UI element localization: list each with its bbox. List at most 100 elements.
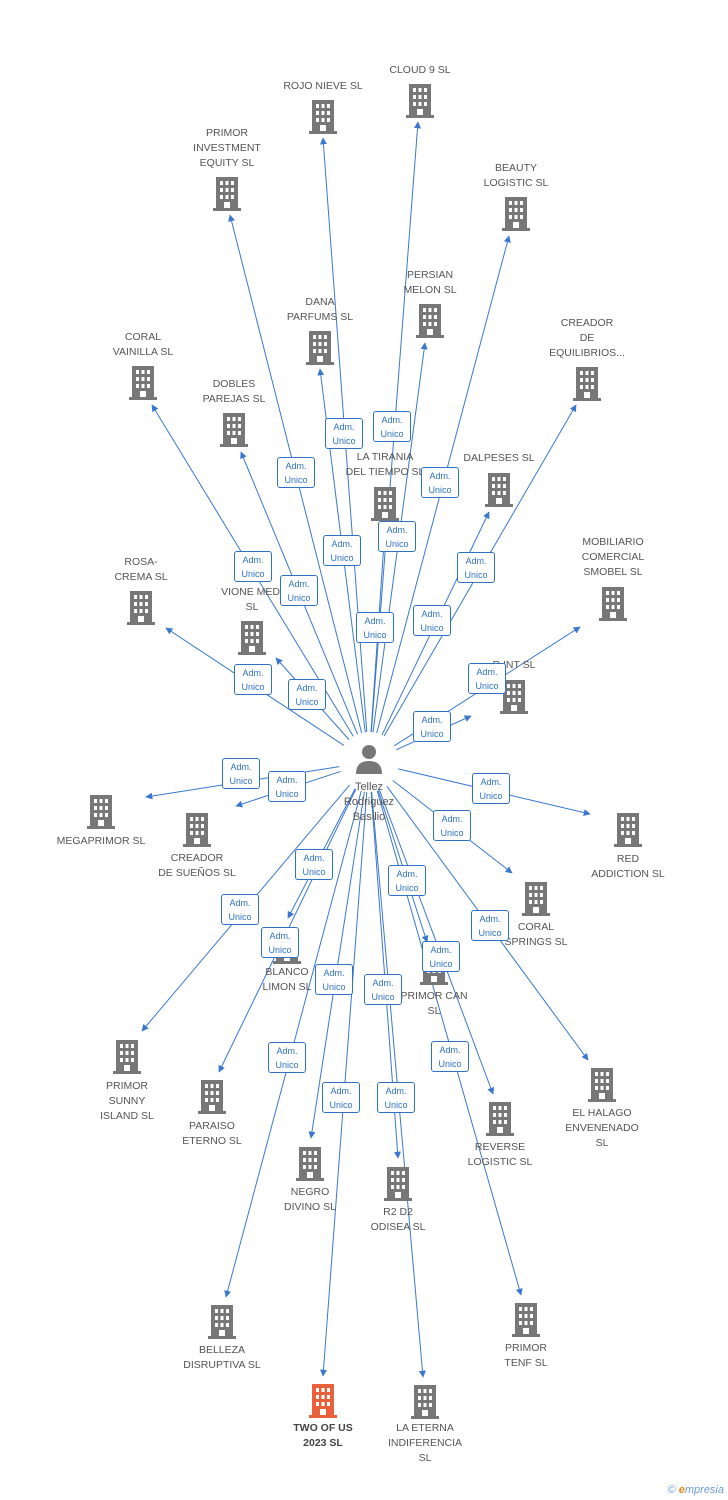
relation-badge-creador-suenos[interactable]: Adm.Unico: [268, 771, 306, 802]
company-label-dana-parfums[interactable]: DANA PARFUMS SL: [286, 296, 354, 323]
company-label-rojo-nieve[interactable]: ROJO NIEVE SL: [283, 80, 363, 92]
relation-badge-el-halago[interactable]: Adm.Unico: [471, 910, 509, 941]
relation-badge-blanco-limon[interactable]: Adm.Unico: [295, 849, 333, 880]
relation-badge-primor-tenf[interactable]: Adm.Unico: [431, 1041, 469, 1072]
relation-badge-creador-equilibrios[interactable]: Adm.Unico: [457, 552, 495, 583]
relation-badge-line2: Unico: [363, 630, 387, 640]
company-label-reverse-logistic[interactable]: REVERSE LOGISTIC SL: [467, 1141, 533, 1168]
relation-badge-la-tirania[interactable]: Adm.Unico: [356, 612, 394, 643]
building-icon-cloud-9[interactable]: [406, 84, 434, 118]
company-label-paraiso-eterno[interactable]: PARAISO ETERNO SL: [182, 1120, 242, 1147]
building-icon-primor-sunny[interactable]: [113, 1040, 141, 1074]
company-label-el-halago[interactable]: EL HALAGO ENVENENADO SL: [565, 1107, 639, 1149]
relation-badge-two-of-us[interactable]: Adm.Unico: [322, 1082, 360, 1113]
company-label-dalpeses[interactable]: DALPESES SL: [463, 452, 535, 464]
company-label-primor-sunny[interactable]: PRIMOR SUNNY ISLAND SL: [100, 1080, 154, 1122]
person-node[interactable]: [356, 745, 382, 774]
brand-logo-rest[interactable]: mpresia: [684, 1484, 724, 1496]
building-icon-beauty-logistic[interactable]: [502, 197, 530, 231]
company-label-dobles-parejas[interactable]: DOBLES PAREJAS SL: [202, 378, 266, 405]
relation-badge-coral-springs[interactable]: Adm.Unico: [433, 810, 471, 841]
company-label-belleza-disruptiva[interactable]: BELLEZA DISRUPTIVA SL: [183, 1344, 261, 1371]
building-icon-coral-springs[interactable]: [522, 882, 550, 916]
company-label-creador-suenos[interactable]: CREADOR DE SUEÑOS SL: [158, 852, 236, 879]
relation-badge-r2d2-odisea[interactable]: Adm.Unico: [364, 974, 402, 1005]
building-icon-red-addiction[interactable]: [614, 813, 642, 847]
company-label-two-of-us[interactable]: TWO OF US 2023 SL: [293, 1422, 353, 1449]
relation-badge-dobles-parejas[interactable]: Adm.Unico: [280, 575, 318, 606]
building-icon-reverse-logistic[interactable]: [486, 1102, 514, 1136]
building-icon-belleza-disruptiva[interactable]: [208, 1305, 236, 1339]
person-name[interactable]: Tellez Rodriguez Basilio: [343, 781, 395, 823]
relation-badge-primor-investment[interactable]: Adm.Unico: [277, 457, 315, 488]
company-label-persian-melon[interactable]: PERSIAN MELON SL: [403, 269, 457, 296]
company-label-beauty-logistic[interactable]: BEAUTY LOGISTIC SL: [483, 162, 549, 189]
relation-badge-primor-sunny[interactable]: Adm.Unico: [221, 894, 259, 925]
building-icon-dana-parfums[interactable]: [306, 331, 334, 365]
building-icon-dobles-parejas[interactable]: [220, 413, 248, 447]
relation-badge-dana-parfums[interactable]: Adm.Unico: [323, 535, 361, 566]
company-label-red-addiction[interactable]: RED ADDICTION SL: [591, 853, 665, 880]
building-icon-creador-equilibrios[interactable]: [573, 367, 601, 401]
relation-badge-paraiso-eterno[interactable]: Adm.Unico: [261, 927, 299, 958]
company-label-primor-tenf[interactable]: PRIMOR TENF SL: [504, 1342, 548, 1369]
company-label-la-tirania[interactable]: LA TIRANIA DEL TIEMPO SL: [345, 451, 425, 478]
building-icon-creador-suenos[interactable]: [183, 813, 211, 847]
relation-badge-mobiliario-comercial[interactable]: Adm.Unico: [468, 663, 506, 694]
relation-badge-vione-medi[interactable]: Adm.Unico: [288, 679, 326, 710]
relation-badge-belleza-disruptiva[interactable]: Adm.Unico: [268, 1042, 306, 1073]
relation-badge-primor-can[interactable]: Adm.Unico: [388, 865, 426, 896]
company-label-coral-vainilla[interactable]: CORAL VAINILLA SL: [112, 331, 174, 358]
building-icon-vione-medi[interactable]: [238, 621, 266, 655]
relation-badge-negro-divino[interactable]: Adm.Unico: [315, 964, 353, 995]
relation-badge-line1: Adm.: [385, 1086, 407, 1096]
relation-badge-line2: Unico: [229, 776, 253, 786]
building-icon-r2d2-odisea[interactable]: [384, 1167, 412, 1201]
building-icon-primor-investment[interactable]: [213, 177, 241, 211]
relation-badge-line1: Adm.: [441, 814, 463, 824]
building-icon-negro-divino[interactable]: [296, 1147, 324, 1181]
building-icon-paraiso-eterno[interactable]: [198, 1080, 226, 1114]
relation-badge-r-int[interactable]: Adm.Unico: [413, 711, 451, 742]
relation-badge-line1: Adm.: [331, 539, 353, 549]
relation-badge-reverse-logistic[interactable]: Adm.Unico: [422, 941, 460, 972]
company-label-creador-equilibrios[interactable]: CREADOR DE EQUILIBRIOS...: [549, 317, 625, 359]
company-label-primor-can[interactable]: PRIMOR CAN SL: [400, 990, 468, 1017]
building-icon-el-halago[interactable]: [588, 1068, 616, 1102]
company-label-negro-divino[interactable]: NEGRO DIVINO SL: [284, 1186, 336, 1213]
relation-badge-rojo-nieve[interactable]: Adm.Unico: [325, 418, 363, 449]
relation-badge-line2: Unico: [241, 682, 265, 692]
brand-logo-initial[interactable]: e: [678, 1484, 685, 1496]
building-icon-megaprimor[interactable]: [87, 795, 115, 829]
building-icon-persian-melon[interactable]: [416, 304, 444, 338]
building-icon-primor-tenf[interactable]: [512, 1303, 540, 1337]
relation-badge-red-addiction[interactable]: Adm.Unico: [472, 773, 510, 804]
relation-badge-coral-vainilla[interactable]: Adm.Unico: [234, 551, 272, 582]
relation-badge-la-eterna[interactable]: Adm.Unico: [377, 1082, 415, 1113]
company-label-rosa-crema[interactable]: ROSA- CREMA SL: [114, 556, 168, 583]
company-label-la-eterna[interactable]: LA ETERNA INDIFERENCIA SL: [387, 1422, 463, 1464]
building-icon-rojo-nieve[interactable]: [309, 100, 337, 134]
relation-badge-beauty-logistic[interactable]: Adm.Unico: [421, 467, 459, 498]
building-icon-la-tirania[interactable]: [371, 487, 399, 521]
building-icon-rosa-crema[interactable]: [127, 591, 155, 625]
relation-badge-dalpeses[interactable]: Adm.Unico: [413, 605, 451, 636]
building-icon-coral-vainilla[interactable]: [129, 366, 157, 400]
relation-badge-rosa-crema[interactable]: Adm.Unico: [234, 664, 272, 695]
company-label-megaprimor[interactable]: MEGAPRIMOR SL: [56, 835, 146, 847]
company-label-vione-medi[interactable]: VIONE MEDI SL: [221, 586, 283, 613]
relation-badge-persian-melon[interactable]: Adm.Unico: [378, 521, 416, 552]
relation-badge-megaprimor[interactable]: Adm.Unico: [222, 758, 260, 789]
company-label-r2d2-odisea[interactable]: R2 D2 ODISEA SL: [370, 1206, 426, 1233]
relation-badge-cloud-9[interactable]: Adm.Unico: [373, 411, 411, 442]
company-label-cloud-9[interactable]: CLOUD 9 SL: [389, 64, 451, 76]
building-icon-la-eterna[interactable]: [411, 1385, 439, 1419]
building-icon-dalpeses[interactable]: [485, 473, 513, 507]
relation-badge-line1: Adm.: [465, 556, 487, 566]
building-icon-two-of-us[interactable]: [309, 1384, 337, 1418]
company-label-mobiliario-comercial[interactable]: MOBILIARIO COMERCIAL SMOBEL SL: [581, 536, 645, 578]
company-label-blanco-limon[interactable]: BLANCO LIMON SL: [262, 966, 312, 993]
company-label-primor-investment[interactable]: PRIMOR INVESTMENT EQUITY SL: [193, 127, 261, 169]
company-label-coral-springs[interactable]: CORAL SPRINGS SL: [504, 921, 568, 948]
building-icon-mobiliario-comercial[interactable]: [599, 587, 627, 621]
